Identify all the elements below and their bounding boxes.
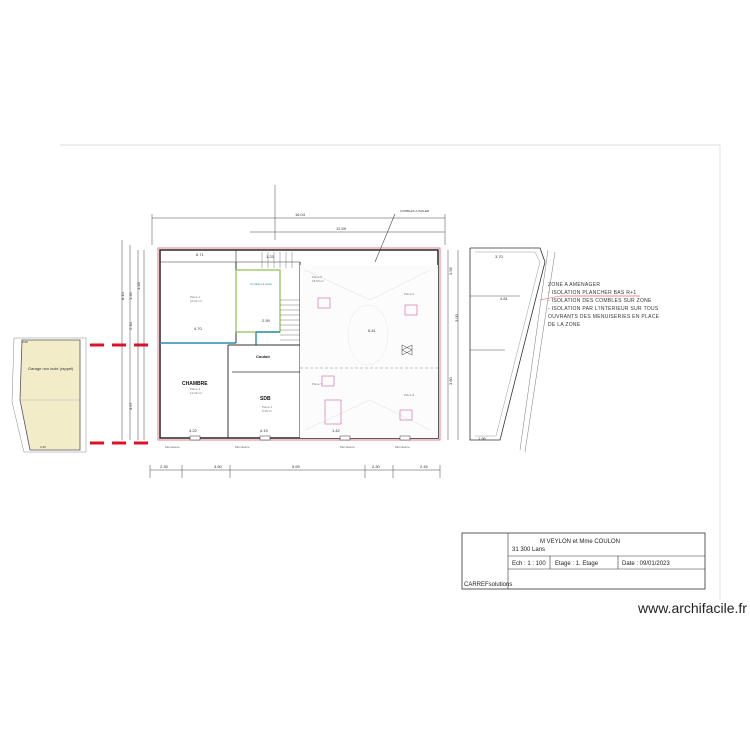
vertical-dim-3: 2.30: [128, 321, 133, 330]
dim-bottom-chain-4: 2.30: [372, 464, 381, 469]
svg-text:3.30: 3.30: [40, 445, 46, 449]
svg-text:12.00 m²: 12.00 m²: [190, 391, 202, 395]
room-sdb: SDB: [260, 396, 271, 402]
right-annex: [469, 247, 556, 453]
dim-center-mid: 2.59: [262, 318, 271, 323]
dim-top-right: 12.59: [336, 226, 347, 231]
dim-bottom-chain-5: 2.45: [420, 464, 429, 469]
dim-bottom-right: 1.42: [332, 428, 341, 433]
vertical-dim-4: 3.67: [128, 401, 133, 410]
dim-right-zone-bottom: 1.96: [478, 436, 487, 441]
svg-text:5.35 m²: 5.35 m²: [262, 409, 272, 413]
zone-note-5: DE LA ZONE: [548, 322, 581, 328]
vertical-dim-5: 8.10: [120, 291, 125, 300]
left-dimension-chain: [121, 240, 145, 440]
title-address: 31 300 Lans: [512, 547, 545, 553]
svg-text:Pièce 8: Pièce 8: [404, 393, 414, 397]
svg-text:Menuiserie: Menuiserie: [395, 445, 410, 449]
dim-bottom-left: 4.22: [189, 428, 198, 433]
red-dashed-markers: [90, 343, 155, 445]
title-floor: Etage : 1. Etage: [555, 561, 599, 567]
main-building: [157, 247, 441, 441]
dim-right-zone-top: 3.70: [495, 254, 504, 259]
title-date: Date : 09/01/2023: [622, 561, 670, 567]
comble-callout: COMBLES A ISOLER: [400, 209, 430, 213]
dim-bottom-chain-2: 3.50: [214, 464, 223, 469]
svg-text:Menuiserie: Menuiserie: [165, 445, 180, 449]
dim-bottom-center: 4.19: [260, 428, 269, 433]
vertical-dim-7: 1.43: [136, 281, 141, 290]
dim-left-mid: 4.70: [194, 326, 203, 331]
watermark: www.archifacile.fr: [638, 600, 747, 616]
svg-text:Pièce 1: Pièce 1: [190, 295, 200, 299]
vertical-dim-6: 3.80: [448, 376, 453, 385]
dim-bottom-chain-1: 2.35: [160, 464, 169, 469]
svg-text:Pièce 4: Pièce 4: [262, 405, 272, 409]
zone-note-0: ZONE A AMENAGER: [548, 282, 600, 288]
title-company: CARREFsolutions: [464, 582, 512, 588]
svg-text:Pièce 3: Pièce 3: [190, 387, 200, 391]
svg-text:0.95: 0.95: [22, 340, 28, 344]
dim-top-total: 16.04: [295, 212, 306, 217]
svg-text:18.90 m²: 18.90 m²: [312, 279, 324, 283]
svg-text:Menuiserie: Menuiserie: [235, 445, 250, 449]
vertical-dim-8: 3.00: [454, 313, 459, 322]
dim-bottom-chain-3: 5.69: [292, 464, 301, 469]
zone-notes: ZONE A AMENAGER - ISOLATION PLANCHER BAS…: [548, 282, 660, 328]
dim-upper-left: 6.71: [196, 252, 205, 257]
comble-label-blue: Combles à isoler: [250, 282, 272, 286]
title-block: M VEYLON et Mme COULON 31 300 Lans Ech :…: [461, 532, 706, 590]
vertical-dim-1: 3.95: [448, 266, 453, 275]
svg-text:Menuiserie: Menuiserie: [340, 445, 355, 449]
outbuilding-label: Garage non isolé (rappel): [28, 366, 74, 371]
room-couloir: Couloir: [256, 354, 270, 359]
title-client: M VEYLON et Mme COULON: [540, 539, 620, 545]
dim-center-right: 5.41: [368, 328, 377, 333]
svg-text:10.60 m²: 10.60 m²: [190, 299, 202, 303]
room-chambre: CHAMBRE: [182, 381, 208, 387]
dim-upper-center: 1.23: [266, 254, 275, 259]
svg-text:Pièce 5: Pièce 5: [312, 275, 322, 279]
top-dimensions: [151, 185, 446, 245]
bottom-dimensions: [149, 465, 441, 478]
left-outbuilding: Garage non isolé (rappel) 0.95 3.30: [11, 337, 87, 453]
svg-text:Pièce 7: Pièce 7: [312, 382, 322, 386]
zone-note-1: - ISOLATION PLANCHER BAS R+1: [548, 290, 636, 296]
zone-note-3: - ISOLATION PAR L'INTERIEUR SUR TOUS: [548, 306, 659, 312]
zone-note-2: - ISOLATION DES COMBLES SUR ZONE: [548, 298, 652, 304]
vertical-dim-2: 1.35: [128, 291, 133, 300]
svg-text:Pièce 6: Pièce 6: [404, 292, 414, 296]
title-scale: Ech : 1 : 100: [512, 561, 546, 567]
zone-note-4: OUVRANTS DES MENUISERIES EN PLACE: [548, 314, 660, 320]
dim-right-zone-mid: 4.81: [500, 296, 509, 301]
